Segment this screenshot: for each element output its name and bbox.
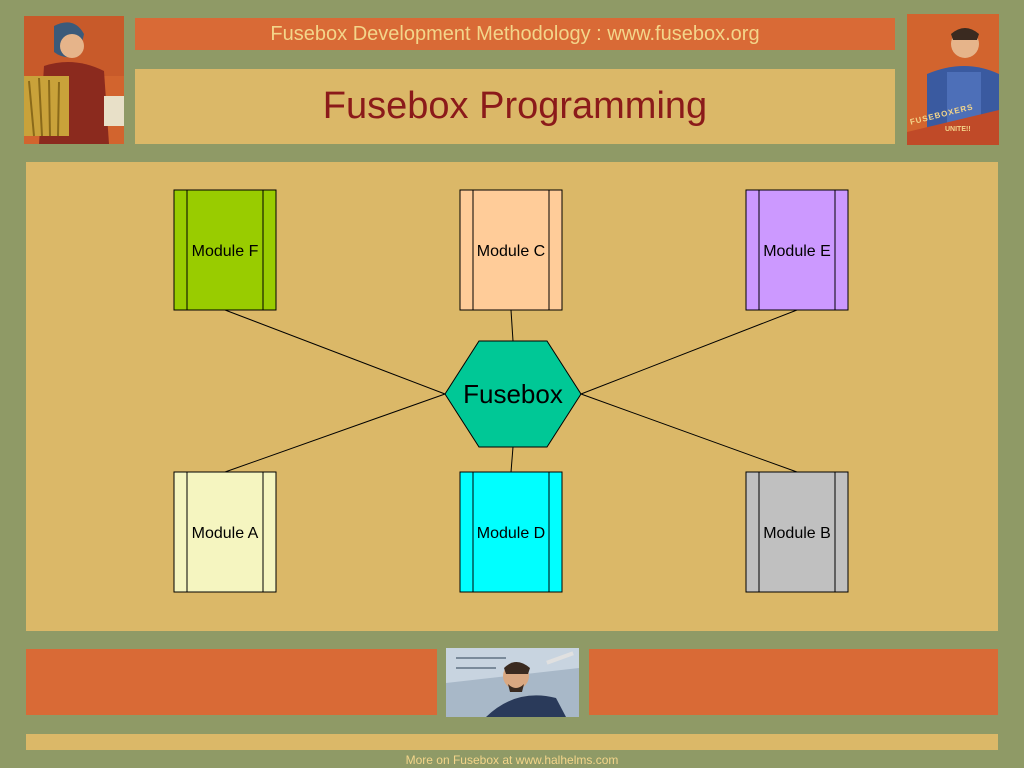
module-e[interactable]: Module E bbox=[745, 189, 849, 311]
module-e-label: Module E bbox=[763, 243, 831, 260]
poster-right-image: FUSEBOXERS UNITE!! bbox=[907, 14, 999, 145]
diagram-panel: Module F Module C Module E Module A Module D… bbox=[26, 162, 998, 631]
edge-d bbox=[510, 446, 514, 473]
fusebox-diagram: Module F Module C Module E Module A Module D… bbox=[173, 189, 849, 593]
fusebox-hub[interactable]: Fusebox bbox=[444, 340, 582, 448]
edge-c bbox=[510, 309, 514, 342]
footer-thin-bar bbox=[26, 734, 998, 750]
module-c-label: Module C bbox=[477, 243, 545, 260]
module-f-label: Module F bbox=[192, 243, 259, 260]
footer-link-text[interactable]: More on Fusebox at www.halhelms.com bbox=[405, 753, 619, 767]
module-c[interactable]: Module C bbox=[459, 189, 563, 311]
module-a-label: Module A bbox=[192, 525, 259, 542]
edge-a bbox=[224, 393, 446, 473]
poster-right-slogan-2: UNITE!! bbox=[945, 126, 971, 133]
module-b[interactable]: Module B bbox=[745, 471, 849, 593]
edge-b bbox=[580, 393, 798, 473]
footer-bar-left bbox=[26, 649, 437, 715]
module-b-label: Module B bbox=[763, 525, 831, 542]
page-title: Fusebox Programming bbox=[135, 69, 895, 144]
header-banner: Fusebox Development Methodology : www.fu… bbox=[135, 18, 895, 50]
module-f[interactable]: Module F bbox=[173, 189, 277, 311]
edge-f bbox=[224, 309, 446, 395]
module-a[interactable]: Module A bbox=[173, 471, 277, 593]
fusebox-hub-label: Fusebox bbox=[463, 379, 563, 409]
module-d-label: Module D bbox=[477, 525, 545, 542]
programmer-image bbox=[446, 648, 579, 717]
footer-bar-right bbox=[589, 649, 998, 715]
module-d[interactable]: Module D bbox=[459, 471, 563, 593]
poster-left-image bbox=[24, 16, 124, 144]
edge-e bbox=[580, 309, 798, 395]
